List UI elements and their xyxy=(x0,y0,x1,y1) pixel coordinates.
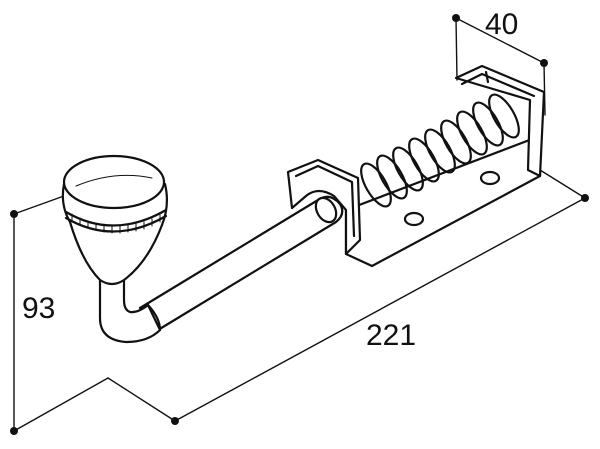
dimension-lines xyxy=(10,14,589,435)
rod xyxy=(138,195,344,332)
dimension-depth-label: 40 xyxy=(485,8,518,41)
bracket-front-flange xyxy=(286,158,362,256)
spring xyxy=(360,93,520,208)
bracket-rear-flange xyxy=(454,64,546,178)
dimension-height-label: 93 xyxy=(22,292,55,325)
spring-bolt xyxy=(61,64,546,344)
dimension-length-label: 221 xyxy=(366,319,416,352)
